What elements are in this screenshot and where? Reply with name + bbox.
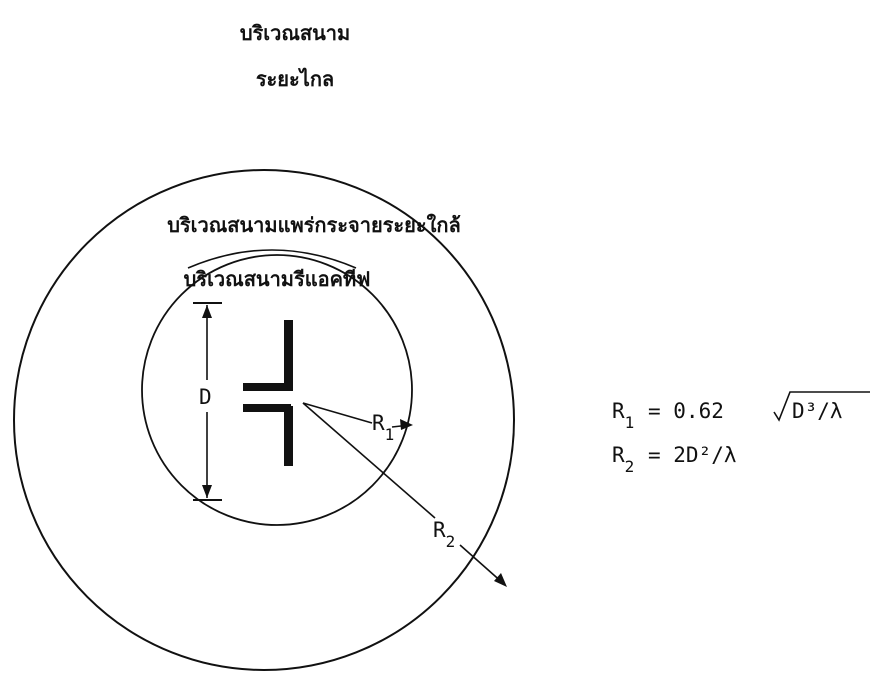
radiating-near-field-label: บริเวณสนามแพร่กระจายระยะใกล้ [167, 213, 461, 237]
far-field-label-line1: บริเวณสนาม [240, 21, 350, 45]
equation-r1: R1 = 0.62 D³/λ [612, 391, 870, 432]
svg-text:D³/λ: D³/λ [792, 399, 843, 423]
reactive-label-arc [187, 249, 357, 269]
far-field-label-line2: ระยะไกล [256, 67, 334, 91]
outer-region-boundary [13, 169, 515, 671]
svg-text:= 2D²/λ: = 2D²/λ [648, 443, 737, 467]
inner-region-boundary [141, 254, 413, 526]
r1-label: R1 [372, 411, 394, 444]
r1-radius-line [302, 402, 413, 430]
reactive-near-field-label: บริเวณสนามรีแอคทีฟ [184, 267, 371, 291]
dimension-d-marker [193, 302, 222, 501]
svg-text:= 0.62: = 0.62 [648, 399, 724, 423]
r2-radius-line [302, 402, 507, 587]
r2-label: R2 [433, 518, 455, 551]
equation-r2: R2 = 2D²/λ [612, 443, 737, 476]
antenna-element [243, 320, 293, 466]
dimension-d-label: D [199, 385, 212, 409]
svg-text:R2: R2 [612, 443, 634, 476]
svg-text:R1: R1 [612, 399, 634, 432]
